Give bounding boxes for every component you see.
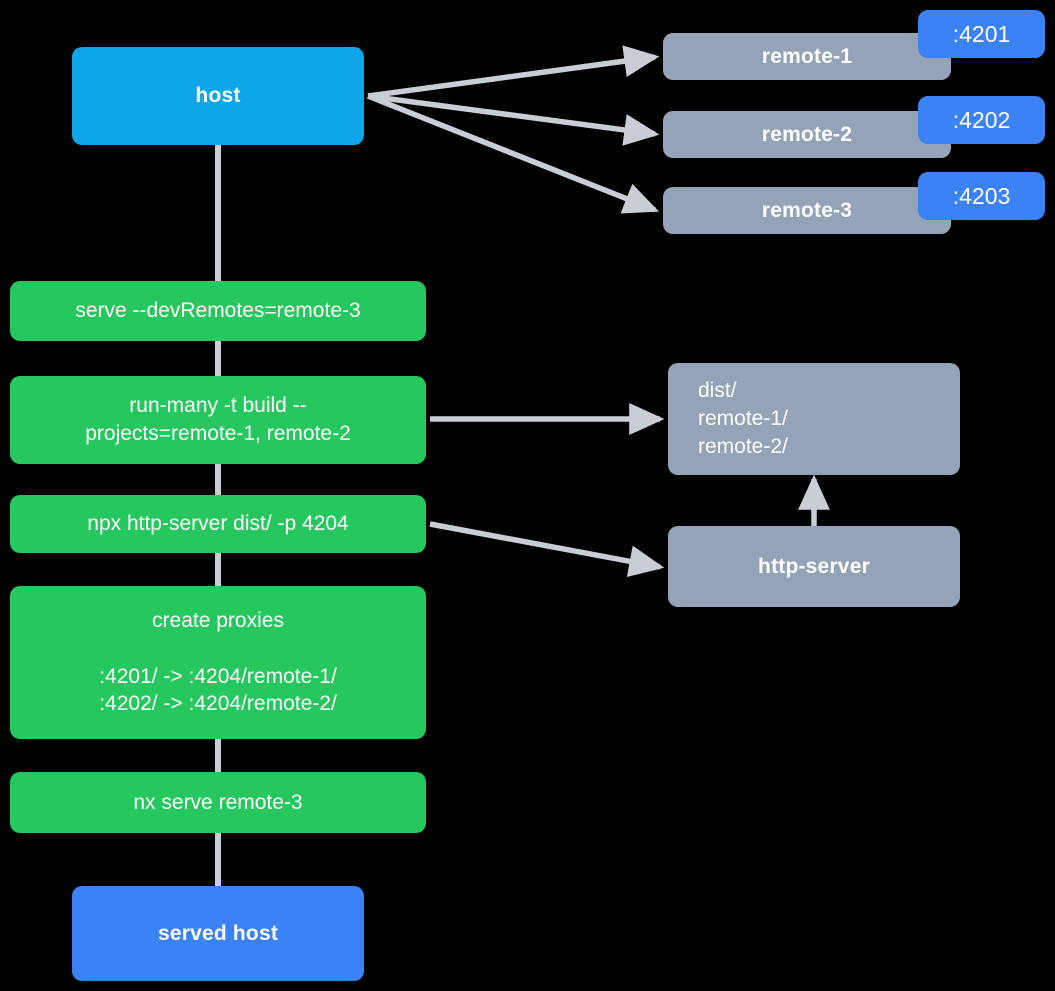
node-host[interactable]: host: [72, 47, 364, 145]
port-badge-remote-1[interactable]: :4201: [918, 10, 1045, 58]
node-http-server-label: http-server: [758, 554, 870, 578]
node-dist-folder-label: dist/ remote-1/ remote-2/: [698, 379, 788, 458]
node-command-npx-http-server[interactable]: npx http-server dist/ -p 4204: [10, 495, 426, 553]
node-remote-1[interactable]: remote-1: [663, 33, 951, 80]
port-badge-label: :4201: [952, 20, 1011, 47]
node-host-label: host: [195, 84, 241, 108]
port-badge-remote-2[interactable]: :4202: [918, 96, 1045, 144]
port-badge-label: :4202: [952, 106, 1011, 133]
node-remote-3-label: remote-3: [761, 198, 853, 222]
node-command-label: serve --devRemotes=remote-3: [75, 299, 361, 323]
edge-npx-to-httpserver: [429, 521, 665, 578]
node-dist-folder[interactable]: dist/ remote-1/ remote-2/: [668, 363, 960, 475]
spine-serve-to-runmany: [215, 341, 221, 376]
node-command-label: run-many -t build -- projects=remote-1, …: [85, 394, 351, 445]
spine-proxies-to-nxserve: [215, 739, 221, 772]
spine-host-to-serve: [215, 145, 221, 281]
port-badge-label: :4203: [952, 182, 1011, 209]
node-served-host[interactable]: served host: [72, 886, 364, 981]
port-badge-remote-3[interactable]: :4203: [918, 172, 1045, 220]
edge-host-to-remote-2: [367, 93, 660, 146]
node-remote-2-label: remote-2: [761, 122, 853, 146]
node-command-label: create proxies :4201/ -> :4204/remote-1/…: [99, 609, 337, 716]
node-command-serve-devremotes[interactable]: serve --devRemotes=remote-3: [10, 281, 426, 341]
node-remote-2[interactable]: remote-2: [663, 111, 951, 158]
node-command-nx-serve-remote-3[interactable]: nx serve remote-3: [10, 772, 426, 833]
spine-nxserve-to-servedhost: [215, 833, 221, 886]
edge-host-to-remote-1: [367, 45, 660, 99]
node-command-label: npx http-server dist/ -p 4204: [87, 512, 349, 536]
node-command-create-proxies[interactable]: create proxies :4201/ -> :4204/remote-1/…: [10, 586, 426, 739]
node-served-host-label: served host: [157, 921, 279, 945]
node-remote-1-label: remote-1: [761, 44, 853, 68]
spine-npx-to-proxies: [215, 553, 221, 586]
node-command-label: nx serve remote-3: [133, 790, 303, 814]
node-http-server[interactable]: http-server: [668, 526, 960, 607]
node-command-run-many[interactable]: run-many -t build -- projects=remote-1, …: [10, 376, 426, 464]
edge-host-to-remote-3: [366, 93, 660, 214]
spine-runmany-to-npx: [215, 464, 221, 495]
node-remote-3[interactable]: remote-3: [663, 187, 951, 234]
